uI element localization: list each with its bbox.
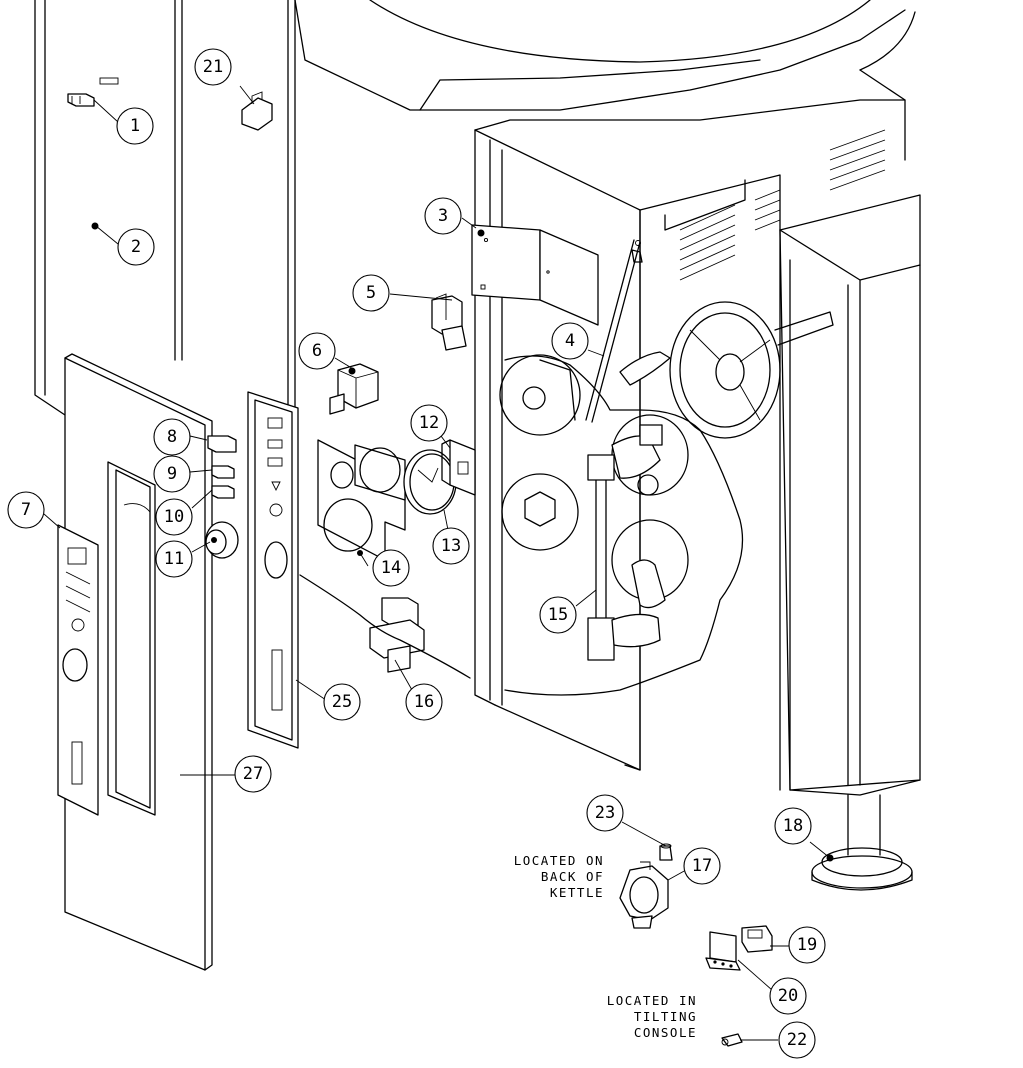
svg-text:20: 20 [778,986,798,1006]
part-19-switch [741,925,773,953]
svg-text:19: 19 [797,935,817,955]
svg-text:23: 23 [595,803,615,823]
part-12-bracket [441,439,476,496]
svg-text:27: 27 [243,764,263,784]
callout-9: 9 [153,455,191,493]
svg-text:KETTLE: KETTLE [550,885,604,900]
callout-20: 20 [769,977,807,1015]
svg-text:LOCATED ON: LOCATED ON [514,853,604,868]
svg-text:15: 15 [548,605,568,625]
part-14-mounting-plate [317,439,406,561]
part-8-switch [207,435,237,453]
callout-14: 14 [372,549,410,587]
callout-18: 18 [774,807,812,845]
part-21-bracket [241,91,273,131]
callout-8: 8 [153,418,191,456]
callout-6: 6 [298,332,336,370]
part-23-fitting [659,843,673,861]
svg-text:22: 22 [787,1030,807,1050]
note-back-of-kettle: LOCATED ON BACK OF KETTLE [514,853,604,900]
svg-text:6: 6 [312,341,322,361]
part-17-valve [619,861,669,929]
part-5-transformer [431,293,467,351]
part-11-knob [205,521,239,559]
callouts: 1 2 3 4 5 6 7 8 9 10 11 12 13 14 15 16 1… [7,48,826,1059]
part-10-switch [211,485,235,499]
svg-text:16: 16 [414,692,434,712]
callout-3: 3 [424,197,462,235]
svg-text:1: 1 [130,116,140,136]
part-1-switch [67,93,95,107]
part-7-faceplate [57,524,99,816]
part-16-valve [369,597,425,673]
callout-23: 23 [586,794,624,832]
callout-11: 11 [155,540,193,578]
note-tilting-console: LOCATED IN TILTING CONSOLE [607,993,697,1040]
left-side-panels [34,0,296,581]
svg-text:14: 14 [381,558,401,578]
main-cabinet [474,99,906,771]
svg-text:CONSOLE: CONSOLE [634,1025,697,1040]
right-pedestal [774,194,921,891]
callout-25: 25 [323,683,361,721]
svg-text:2: 2 [131,237,141,257]
handwheel [619,301,781,439]
callout-27: 27 [234,755,272,793]
svg-text:25: 25 [332,692,352,712]
svg-text:LOCATED IN: LOCATED IN [607,993,697,1008]
svg-text:18: 18 [783,816,803,836]
callout-21: 21 [194,48,232,86]
callout-12: 12 [410,404,448,442]
part-3-bracket [471,224,599,326]
svg-text:4: 4 [565,331,575,351]
part-15-sight-gauge [587,424,666,661]
callout-17: 17 [683,847,721,885]
part-22-clip [721,1033,743,1047]
svg-text:9: 9 [167,464,177,484]
callout-1: 1 [116,107,154,145]
svg-text:21: 21 [203,57,223,77]
callout-4: 4 [551,322,589,360]
callout-5: 5 [352,274,390,312]
part-2-screw [91,222,99,230]
callout-2: 2 [117,228,155,266]
part-6-relay [329,363,379,415]
svg-text:7: 7 [21,500,31,520]
svg-text:17: 17 [692,856,712,876]
svg-text:3: 3 [438,206,448,226]
leader-lines [43,85,831,1041]
svg-text:BACK OF: BACK OF [541,869,604,884]
part-4-probe-rod [585,239,643,423]
svg-text:TILTING: TILTING [634,1009,697,1024]
svg-text:13: 13 [441,536,461,556]
part-20-terminal-block [705,931,741,971]
svg-text:5: 5 [366,283,376,303]
callout-16: 16 [405,683,443,721]
callout-7: 7 [7,491,45,529]
part-9-switch [211,465,235,479]
callout-22: 22 [778,1021,816,1059]
svg-text:12: 12 [419,413,439,433]
svg-text:8: 8 [167,427,177,447]
part-25-strip-panel [247,391,299,749]
callout-19: 19 [788,926,826,964]
svg-text:10: 10 [164,507,184,527]
callout-10: 10 [155,498,193,536]
callout-13: 13 [432,527,470,565]
cutaway-outline [299,574,471,679]
svg-text:11: 11 [164,549,184,569]
kettle-rim-drawing [294,0,916,161]
part-13-gauge [403,449,457,515]
callout-15: 15 [539,596,577,634]
